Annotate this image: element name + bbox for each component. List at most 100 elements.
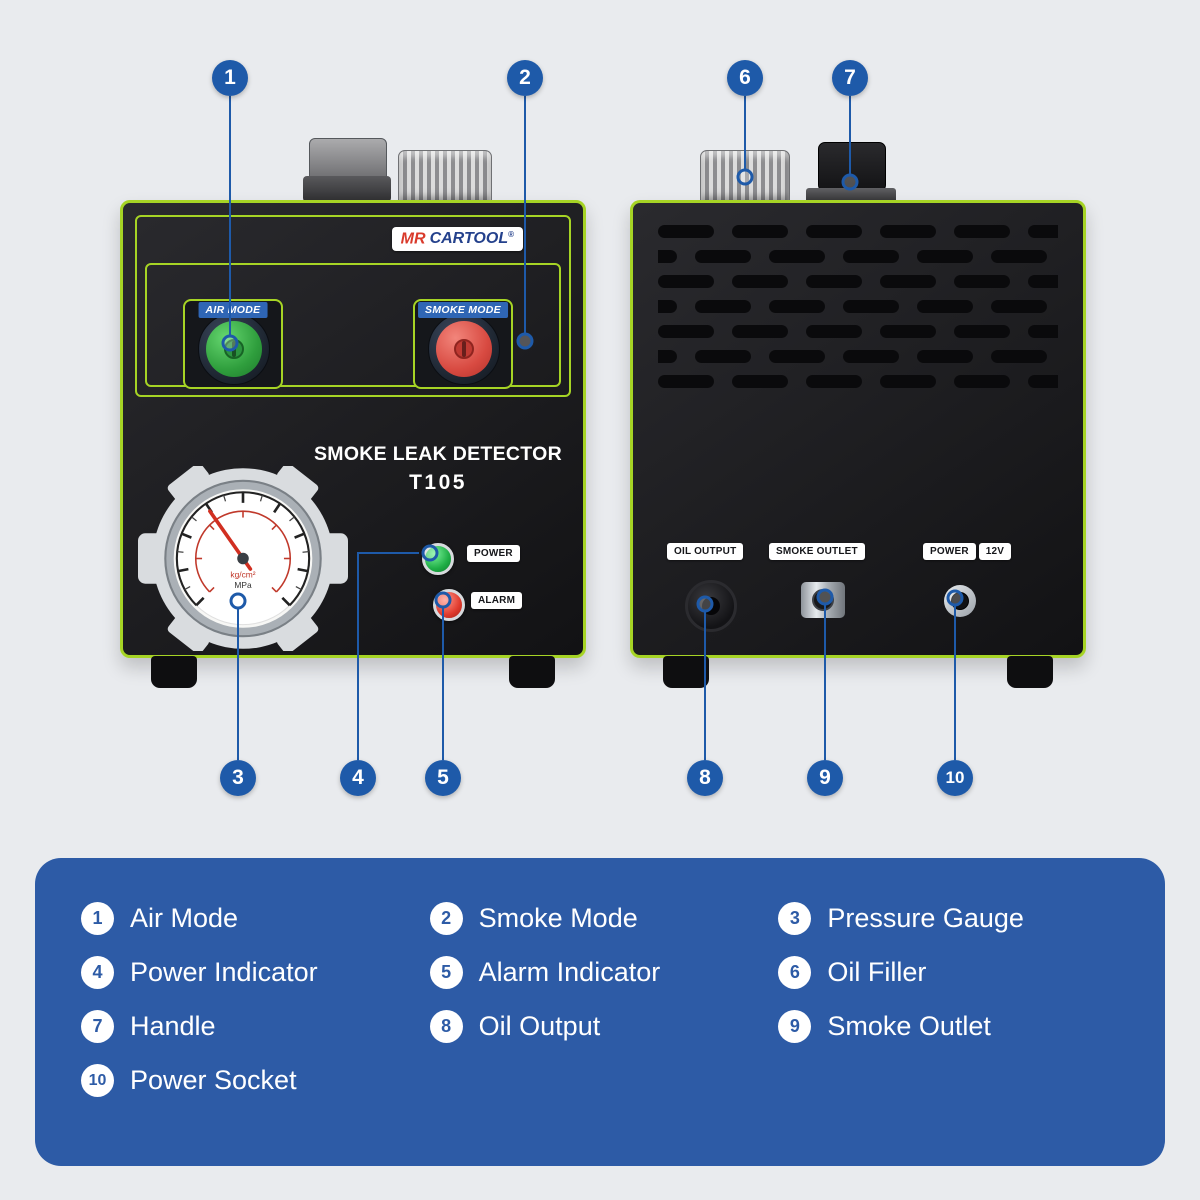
front-right-foot	[509, 656, 555, 688]
smoke-mode-assembly: SMOKE MODE	[413, 299, 513, 389]
legend-label: Power Socket	[130, 1065, 297, 1095]
callout-6: 6	[727, 60, 763, 96]
back-view: OIL OUTPUT SMOKE OUTLET POWER 12V	[630, 200, 1086, 688]
legend-label: Handle	[130, 1011, 216, 1041]
front-gray-cap	[303, 138, 391, 202]
front-gray-cap-base	[303, 176, 391, 202]
legend-panel: 1 Air Mode 2 Smoke Mode 3 Pressure Gauge…	[35, 858, 1165, 1166]
oil-output-port	[685, 580, 737, 632]
callout-number: 2	[519, 66, 531, 89]
gauge-hub	[237, 552, 249, 565]
legend-label: Smoke Outlet	[827, 1011, 991, 1041]
callout-number: 9	[819, 766, 831, 789]
legend-item-alarm-indicator: 5 Alarm Indicator	[429, 956, 771, 989]
legend-item-power-socket: 10 Power Socket	[81, 1064, 422, 1097]
legend-label: Smoke Mode	[478, 903, 638, 933]
brand-registered-mark: ®	[508, 230, 514, 239]
legend-item-power-indicator: 4 Power Indicator	[81, 956, 422, 989]
smoke-outlet-tag: SMOKE OUTLET	[769, 543, 865, 560]
smoke-mode-button-slot	[462, 341, 466, 357]
brand-cartool: CARTOOL	[429, 230, 509, 248]
callout-9: 9	[807, 760, 843, 796]
callout-number: 3	[232, 766, 244, 789]
air-mode-label: AIR MODE	[198, 302, 268, 318]
legend-label: Power Indicator	[130, 957, 318, 987]
power-socket-tag: POWER	[923, 543, 976, 560]
gauge-red-ticks	[195, 511, 291, 593]
smoke-mode-button-ring	[436, 321, 492, 377]
legend-label: Oil Filler	[827, 957, 927, 987]
legend-number-badge: 10	[81, 1064, 114, 1097]
callout-number: 10	[945, 768, 965, 787]
legend-item-smoke-mode: 2 Smoke Mode	[429, 902, 771, 935]
callout-number: 6	[739, 66, 751, 89]
callout-number: 7	[844, 66, 856, 89]
legend-number-badge: 3	[778, 902, 812, 935]
brand-mr: MR	[400, 230, 426, 248]
product-model: T105	[409, 471, 467, 494]
air-mode-button-ring	[206, 321, 262, 377]
alarm-indicator	[433, 589, 465, 621]
legend-number-badge: 6	[778, 956, 812, 989]
gauge-minor-ticks	[177, 495, 309, 591]
power-indicator-tag: POWER	[467, 545, 520, 562]
legend-number-badge: 9	[778, 1010, 812, 1043]
callout-8: 8	[687, 760, 723, 796]
air-mode-button-slot	[232, 341, 236, 357]
gauge-unit-bottom: MPa	[234, 580, 252, 590]
mode-buttons-box	[145, 263, 561, 387]
legend-label: Pressure Gauge	[827, 903, 1024, 933]
product-title: SMOKE LEAK DETECTOR	[313, 443, 563, 465]
smoke-mode-label: SMOKE MODE	[418, 302, 508, 318]
power-voltage-tag: 12V	[978, 543, 1012, 560]
smoke-mode-button-core	[454, 339, 474, 359]
alarm-indicator-tag: ALARM	[471, 592, 523, 609]
carry-handle	[806, 142, 896, 206]
pressure-gauge: kg/cm² MPa	[138, 466, 348, 651]
legend-number-badge: 1	[81, 902, 114, 935]
legend-label: Oil Output	[478, 1011, 601, 1041]
vent-grid	[658, 225, 1058, 398]
smoke-outlet-port	[801, 582, 845, 618]
legend-number-badge: 8	[429, 1010, 463, 1043]
front-gray-cap-top	[309, 138, 387, 180]
callout-2: 2	[507, 60, 543, 96]
power-socket	[944, 585, 976, 617]
smoke-mode-button	[428, 313, 500, 385]
oil-filler-cap	[700, 150, 790, 206]
legend-item-air-mode: 1 Air Mode	[81, 902, 422, 935]
callout-10: 10	[937, 760, 973, 796]
gauge-unit-top: kg/cm²	[230, 569, 255, 579]
legend-item-handle: 7 Handle	[81, 1010, 422, 1043]
callout-number: 8	[699, 766, 711, 789]
air-mode-button	[198, 313, 270, 385]
air-mode-assembly: AIR MODE	[183, 299, 283, 389]
legend-item-smoke-outlet: 9 Smoke Outlet	[778, 1010, 1119, 1043]
oil-output-tag: OIL OUTPUT	[667, 543, 744, 560]
callout-7: 7	[832, 60, 868, 96]
legend-grid: 1 Air Mode 2 Smoke Mode 3 Pressure Gauge…	[35, 858, 1165, 1097]
front-knurled-cap	[398, 150, 492, 206]
callout-5: 5	[425, 760, 461, 796]
legend-item-pressure-gauge: 3 Pressure Gauge	[778, 902, 1119, 935]
front-left-foot	[151, 656, 197, 688]
legend-number-badge: 4	[81, 956, 114, 989]
carry-handle-top	[818, 142, 886, 192]
callout-1: 1	[212, 60, 248, 96]
legend-item-oil-filler: 6 Oil Filler	[778, 956, 1119, 989]
power-socket-tags: POWER 12V	[923, 543, 1012, 560]
legend-number-badge: 2	[429, 902, 463, 935]
air-mode-button-core	[224, 339, 244, 359]
back-left-foot	[663, 656, 709, 688]
callout-4: 4	[340, 760, 376, 796]
callout-number: 4	[352, 766, 364, 789]
back-right-foot	[1007, 656, 1053, 688]
callout-number: 5	[437, 766, 449, 789]
legend-number-badge: 5	[429, 956, 463, 989]
gauge-major-ticks	[177, 492, 309, 607]
callout-number: 1	[224, 66, 236, 89]
